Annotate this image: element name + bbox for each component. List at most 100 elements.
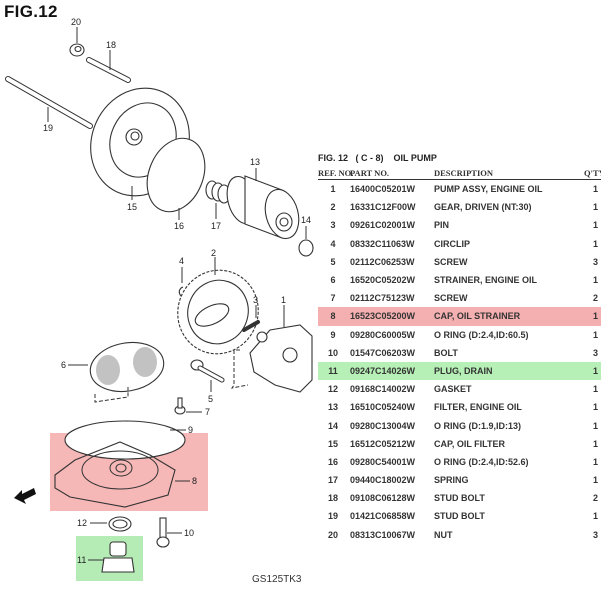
cell-qty: 3 bbox=[592, 256, 598, 267]
cell-part-no: 09168C14002W bbox=[350, 384, 416, 395]
callout-8: 8 bbox=[192, 476, 197, 486]
callout-6: 6 bbox=[61, 360, 66, 370]
cell-description: CAP, OIL STRAINER bbox=[434, 311, 521, 322]
cell-qty: 1 bbox=[592, 402, 598, 413]
callout-13: 13 bbox=[250, 157, 260, 167]
cell-description: GEAR, DRIVEN (NT:30) bbox=[434, 202, 532, 213]
cell-part-no: 08332C11063W bbox=[350, 238, 415, 249]
cell-ref-no: 3 bbox=[330, 220, 336, 231]
cell-part-no: 08313C10067W bbox=[350, 529, 416, 540]
cell-description: PIN bbox=[434, 220, 450, 231]
part-o-ring-14[interactable] bbox=[298, 239, 314, 257]
cell-part-no: 16400C05201W bbox=[350, 184, 416, 195]
cell-qty: 3 bbox=[592, 529, 598, 540]
header-description: DESCRIPTION bbox=[434, 168, 494, 178]
part-oil-pump-assy-1[interactable] bbox=[249, 324, 313, 393]
cell-description: NUT bbox=[434, 529, 453, 540]
cell-description: PUMP ASSY, ENGINE OIL bbox=[434, 184, 543, 195]
callout-11: 11 bbox=[77, 555, 86, 565]
cell-qty: 2 bbox=[592, 293, 598, 304]
cell-part-no: 02112C06253W bbox=[350, 256, 415, 267]
cell-qty: 1 bbox=[592, 420, 598, 431]
cell-part-no: 09108C06128W bbox=[350, 493, 416, 504]
part-oil-strainer-cap-8[interactable] bbox=[54, 441, 176, 508]
cell-qty: 1 bbox=[592, 511, 598, 522]
part-screw-5[interactable] bbox=[190, 359, 225, 383]
part-screw-7[interactable] bbox=[174, 397, 186, 415]
table-row[interactable]: 20 08313C10067W NUT 3 bbox=[318, 526, 601, 544]
callout-14: 14 bbox=[301, 215, 311, 225]
exploded-parts-diagram: 20 18 19 15 16 17 13 bbox=[5, 17, 314, 573]
cell-part-no: 16331C12F00W bbox=[350, 202, 416, 213]
callout-20: 20 bbox=[71, 17, 81, 27]
cell-ref-no: 19 bbox=[327, 511, 338, 522]
cell-description: STRAINER, ENGINE OIL bbox=[434, 275, 538, 286]
callout-9: 9 bbox=[188, 425, 193, 435]
cell-ref-no: 8 bbox=[330, 311, 336, 322]
cell-part-no: 09280C60005W bbox=[350, 329, 416, 340]
callout-18: 18 bbox=[106, 40, 116, 50]
cell-ref-no: 1 bbox=[330, 184, 336, 195]
part-gasket-12[interactable] bbox=[108, 516, 132, 532]
cell-ref-no: 12 bbox=[327, 384, 338, 395]
cell-ref-no: 7 bbox=[330, 293, 336, 304]
cell-qty: 3 bbox=[592, 347, 598, 358]
cell-description: O RING (D:1.9,ID:13) bbox=[434, 420, 522, 431]
cell-ref-no: 15 bbox=[327, 438, 338, 449]
part-oil-strainer-6[interactable] bbox=[86, 337, 167, 397]
table-row[interactable]: 5 02112C06253W SCREW 3 bbox=[318, 253, 601, 271]
cell-part-no: 16520C05202W bbox=[350, 275, 416, 286]
callout-1: 1 bbox=[281, 295, 286, 305]
part-stud-bolt-19[interactable] bbox=[5, 76, 93, 129]
cell-description: SCREW bbox=[434, 256, 468, 267]
part-oil-filter-13[interactable] bbox=[222, 173, 304, 242]
part-nut-20[interactable] bbox=[69, 43, 85, 57]
part-driven-gear-2[interactable] bbox=[166, 259, 270, 365]
part-o-ring-16[interactable] bbox=[137, 130, 216, 221]
cell-ref-no: 16 bbox=[327, 456, 338, 467]
callout-7: 7 bbox=[205, 407, 210, 417]
part-spring-17[interactable] bbox=[205, 180, 231, 204]
cell-qty: 1 bbox=[592, 475, 598, 486]
cell-qty: 1 bbox=[592, 202, 598, 213]
callout-19: 19 bbox=[43, 123, 53, 133]
callout-17: 17 bbox=[211, 221, 221, 231]
callout-2: 2 bbox=[211, 248, 216, 258]
part-bolt-10[interactable] bbox=[156, 517, 170, 548]
cell-ref-no: 5 bbox=[330, 256, 336, 267]
cell-qty: 1 bbox=[592, 384, 598, 395]
cell-ref-no: 20 bbox=[327, 529, 338, 540]
callout-3: 3 bbox=[253, 295, 258, 305]
cell-ref-no: 6 bbox=[330, 275, 336, 286]
figure-title: FIG.12 bbox=[4, 2, 58, 21]
part-o-ring-9[interactable] bbox=[64, 420, 186, 460]
cell-part-no: 02112C75123W bbox=[350, 293, 415, 304]
cell-description: STUD BOLT bbox=[434, 511, 485, 522]
cell-description: O RING (D:2.4,ID:60.5) bbox=[434, 329, 529, 340]
part-drain-plug-11[interactable] bbox=[101, 541, 135, 573]
cell-description: STUD BOLT bbox=[434, 493, 485, 504]
part-stud-bolt-18[interactable] bbox=[86, 57, 131, 83]
cell-description: PLUG, DRAIN bbox=[434, 365, 493, 376]
cell-ref-no: 4 bbox=[330, 238, 336, 249]
part-pin-3[interactable] bbox=[242, 320, 260, 332]
